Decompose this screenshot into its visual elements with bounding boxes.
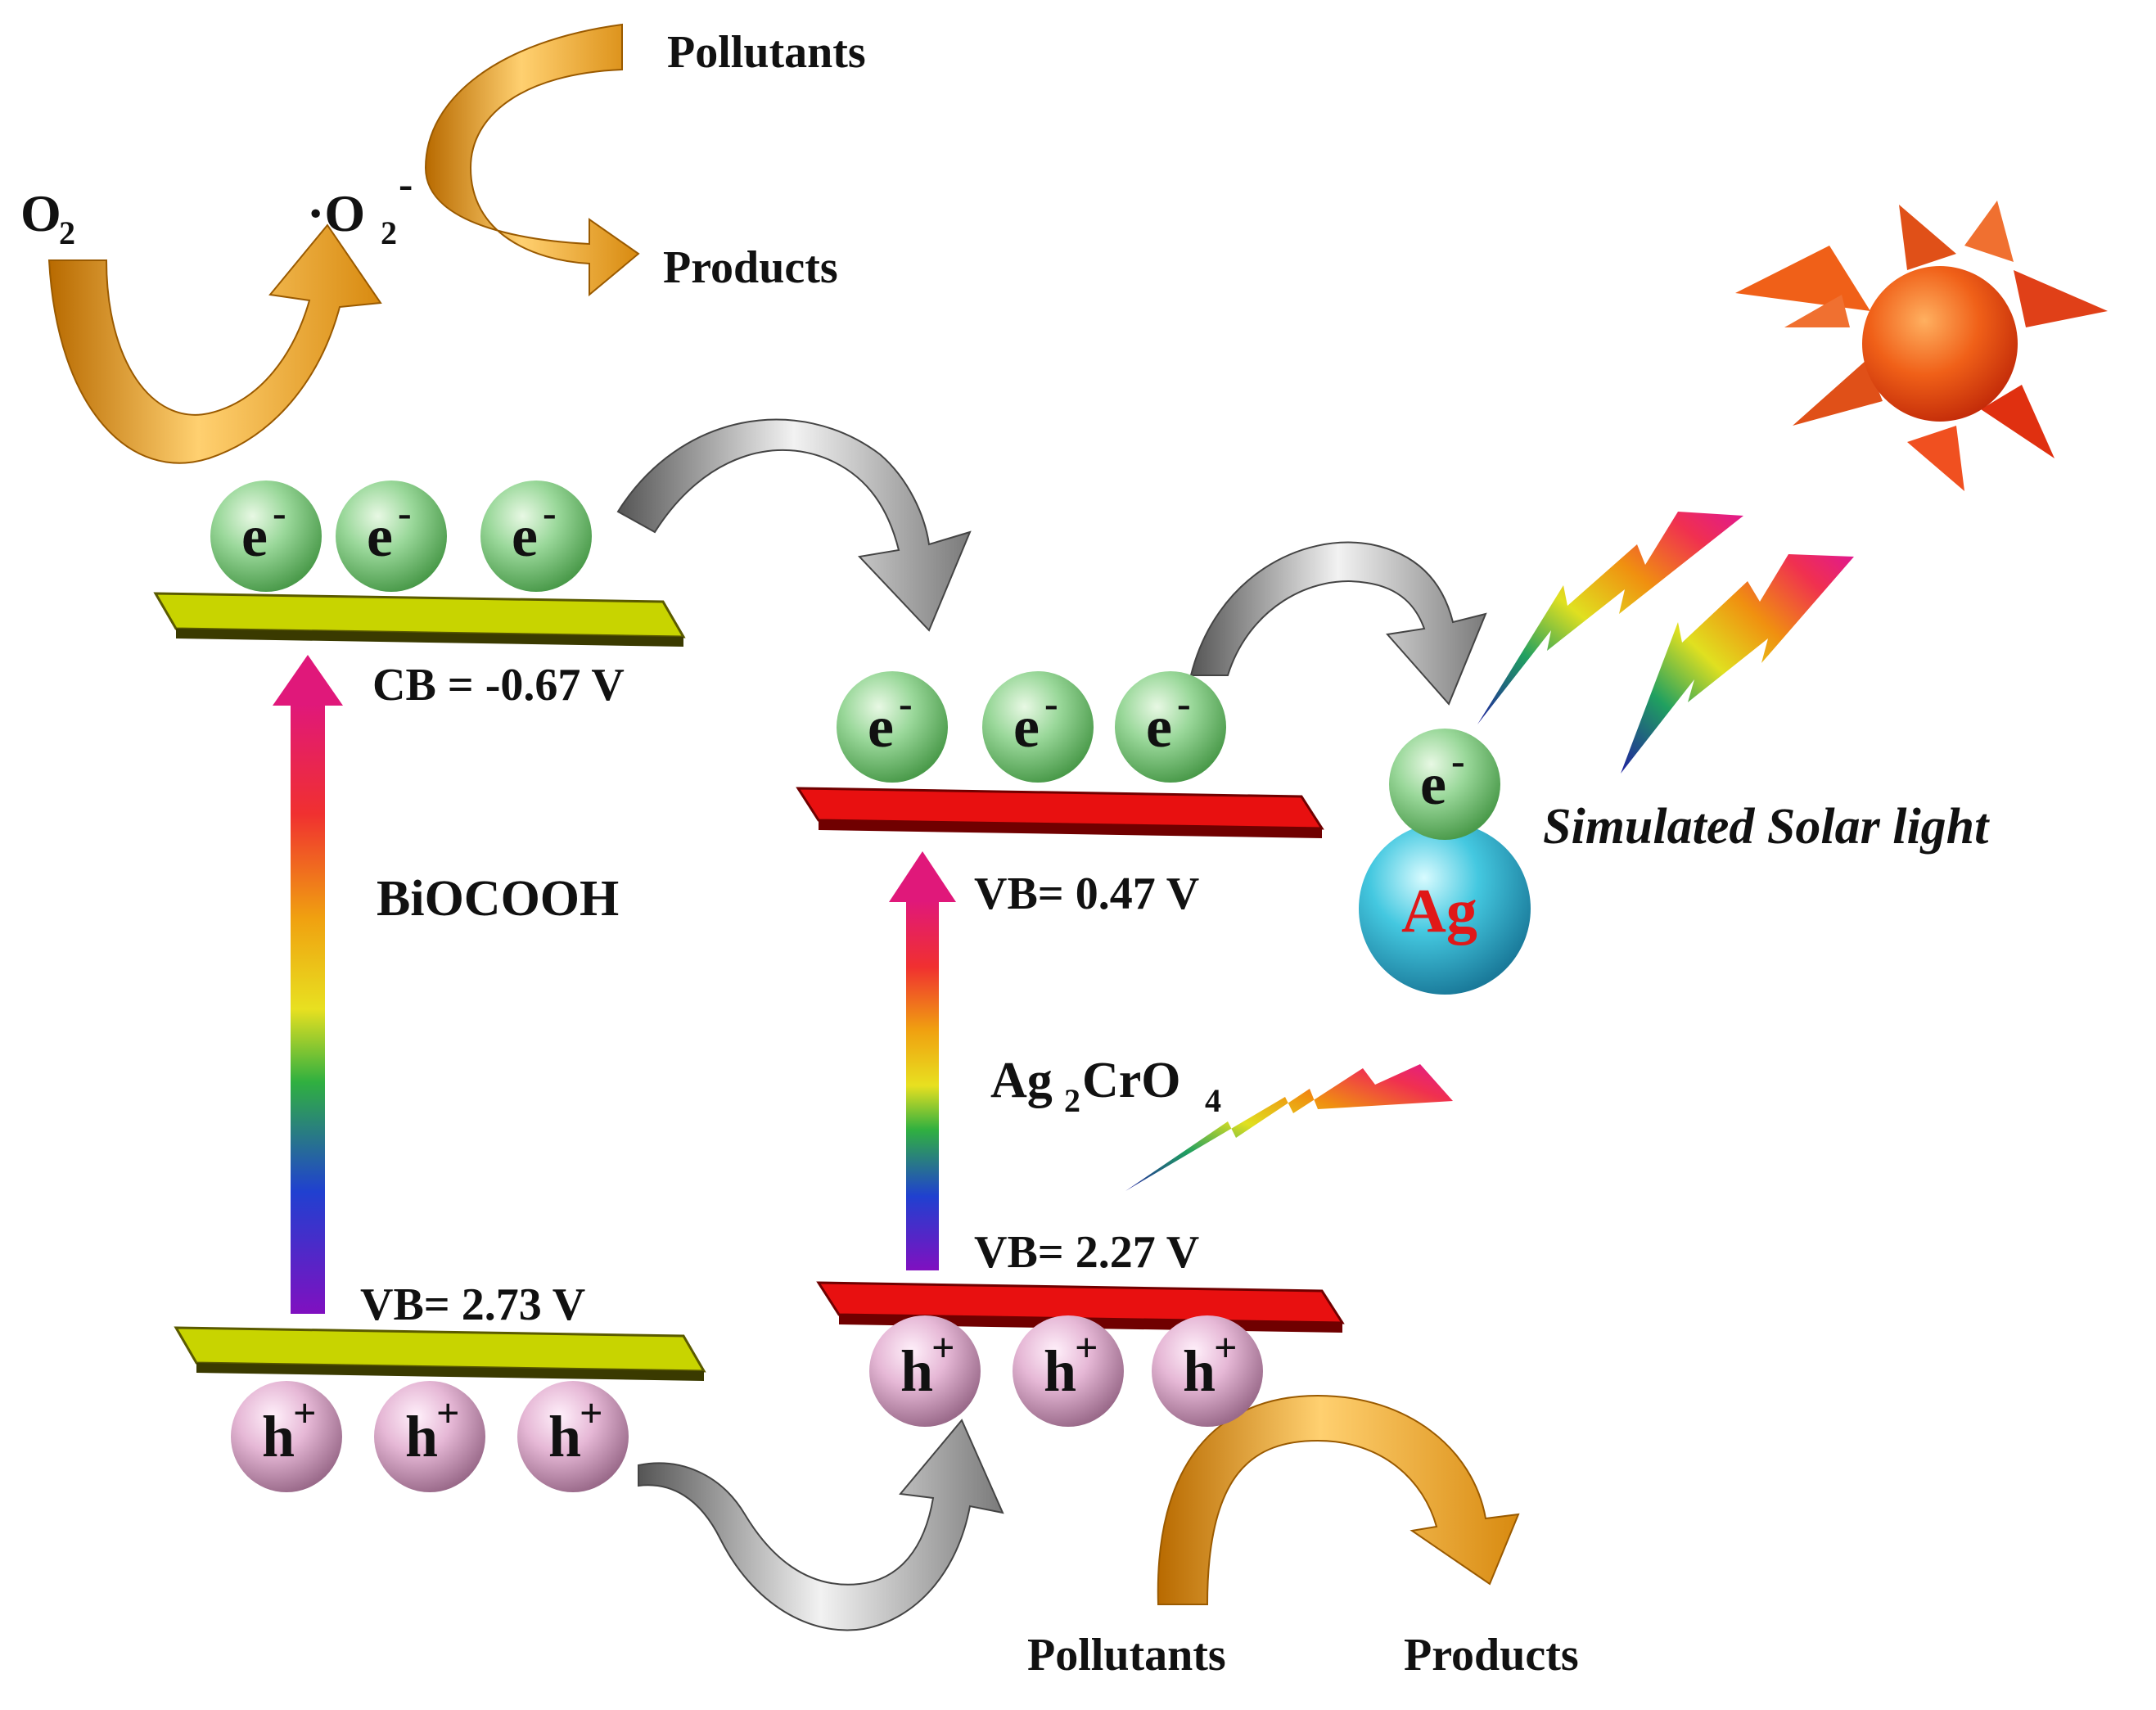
biocooh-excitation-arrow <box>273 655 343 1314</box>
light-bolt-3 <box>1125 1064 1453 1191</box>
superoxide-superscript: - <box>399 161 413 208</box>
biocooh-conduction-band <box>153 592 686 647</box>
pollutants-bottom-label: Pollutants <box>1027 1630 1226 1681</box>
svg-text:e: e <box>512 503 538 569</box>
svg-text:+: + <box>1075 1324 1098 1370</box>
ag-electron: e- <box>1389 729 1500 840</box>
svg-text:e: e <box>1013 694 1040 760</box>
pollutants-top-label: Pollutants <box>667 27 866 78</box>
simulated-solar-light-label: Simulated Solar light <box>1543 799 1990 855</box>
svg-text:h: h <box>1044 1338 1076 1404</box>
ag2cro4-electron-1: e- <box>837 671 948 783</box>
biocooh-label: BiOCOOH <box>377 871 619 927</box>
svg-text:+: + <box>293 1390 317 1436</box>
ag-label: Ag <box>1401 877 1477 945</box>
ag2cro4-hole-2: h+ <box>1013 1315 1124 1427</box>
svg-text:-: - <box>398 490 412 535</box>
svg-text:+: + <box>580 1390 603 1436</box>
o2-reduction-arrow <box>47 223 382 464</box>
svg-text:e: e <box>367 503 393 569</box>
biocooh-hole-2: h+ <box>374 1381 485 1492</box>
svg-text:e: e <box>868 694 894 760</box>
ag2cro4-cb-label: VB= 0.47 V <box>974 869 1199 919</box>
svg-text:e: e <box>241 503 268 569</box>
biocooh-hole-1: h+ <box>231 1381 342 1492</box>
ag-nanoparticle: Ag <box>1359 823 1531 995</box>
ag2cro4-text-a: Ag <box>990 1053 1053 1108</box>
svg-text:-: - <box>899 680 913 726</box>
o2-subscript: 2 <box>59 214 75 251</box>
ag2cro4-text-b: CrO <box>1082 1053 1181 1108</box>
svg-text:+: + <box>931 1324 955 1370</box>
o2-label: O 2 <box>20 184 75 251</box>
pollutant-degradation-arrow-bottom <box>1157 1394 1520 1605</box>
charge-carriers: e-e-e-e-e-e-e-h+h+h+h+h+h+ <box>210 481 1500 1492</box>
biocooh-valence-band <box>174 1326 706 1381</box>
o2-text: O <box>20 184 61 242</box>
products-bottom-label: Products <box>1404 1630 1579 1681</box>
svg-text:e: e <box>1146 694 1172 760</box>
light-bolt-1 <box>1477 512 1743 724</box>
svg-text:+: + <box>436 1390 460 1436</box>
electron-transfer-arrow-2 <box>1189 541 1487 706</box>
hole-transfer-arrow <box>638 1419 1004 1631</box>
ag2cro4-vb-label: VB= 2.27 V <box>974 1227 1199 1278</box>
svg-text:-: - <box>1177 680 1191 726</box>
biocooh-electron-2: e- <box>336 481 447 592</box>
biocooh-electron-1: e- <box>210 481 322 592</box>
ag2cro4-electron-3: e- <box>1115 671 1226 783</box>
superoxide-subscript: 2 <box>381 214 397 251</box>
ag2cro4-sub-1: 2 <box>1064 1082 1080 1119</box>
svg-text:e: e <box>1420 751 1446 817</box>
biocooh-hole-3: h+ <box>517 1381 629 1492</box>
ag2cro4-hole-1: h+ <box>869 1315 981 1427</box>
superoxide-text: ·O <box>307 184 365 242</box>
svg-text:h: h <box>900 1338 933 1404</box>
svg-text:+: + <box>1214 1324 1238 1370</box>
ag2cro4-excitation-arrow <box>889 851 956 1270</box>
svg-text:-: - <box>543 490 557 535</box>
svg-text:h: h <box>262 1404 295 1469</box>
sun-icon <box>1735 201 2108 491</box>
biocooh-vb-label: VB= 2.73 V <box>360 1279 585 1330</box>
ag2cro4-electron-2: e- <box>982 671 1094 783</box>
ag2cro4-sub-2: 4 <box>1205 1082 1221 1119</box>
svg-text:h: h <box>405 1404 438 1469</box>
biocooh-cb-label: CB = -0.67 V <box>372 660 625 711</box>
svg-text:-: - <box>273 490 286 535</box>
svg-text:h: h <box>1183 1338 1216 1404</box>
products-top-label: Products <box>663 242 838 293</box>
svg-text:-: - <box>1044 680 1058 726</box>
svg-text:h: h <box>548 1404 581 1469</box>
ag2cro4-label: Ag 2 CrO 4 <box>990 1053 1221 1119</box>
ag2cro4-hole-3: h+ <box>1152 1315 1263 1427</box>
biocooh-electron-3: e- <box>480 481 592 592</box>
svg-text:-: - <box>1451 738 1465 783</box>
superoxide-label: ·O 2 - <box>307 161 413 251</box>
electron-transfer-arrow-1 <box>616 418 972 632</box>
ag2cro4-conduction-band <box>796 787 1324 838</box>
light-bolt-2 <box>1621 554 1854 774</box>
pollutant-degradation-arrow-top <box>424 23 640 297</box>
